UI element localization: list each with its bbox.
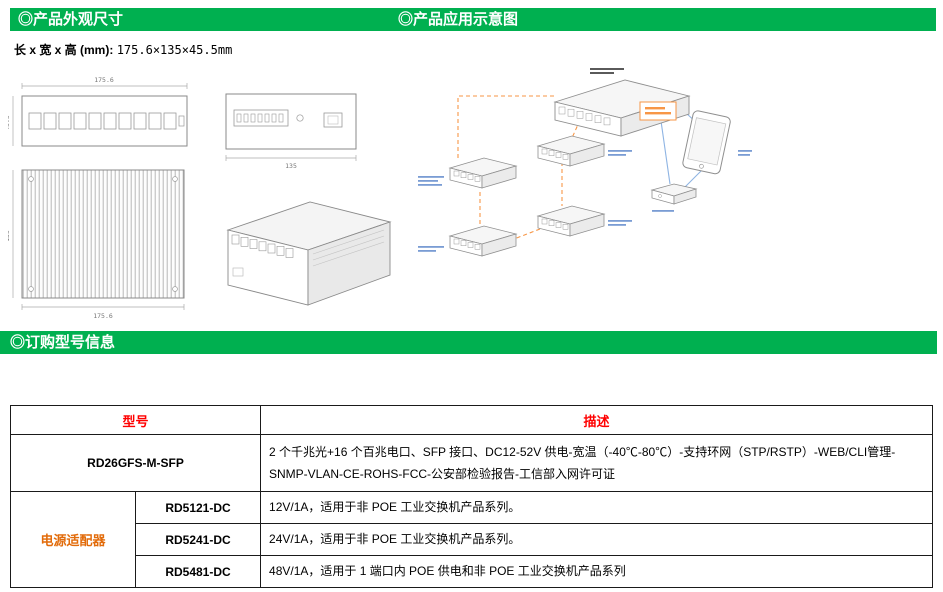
side-view-drawing: 135 — [225, 93, 357, 170]
front-view-drawing: 175.6 45.5 — [8, 76, 188, 147]
media-converter — [651, 183, 697, 205]
table-row: RD5481-DC 48V/1A，适用于 1 端口内 POE 供电和非 POE … — [11, 555, 933, 588]
dimensions-label: 长 x 宽 x 高 (mm): — [14, 43, 114, 57]
dimensions-value: 175.6×135×45.5mm — [116, 43, 233, 57]
tablet-device — [682, 110, 731, 175]
front-height-dim: 45.5 — [8, 115, 11, 131]
device-label-texts — [418, 150, 752, 252]
isometric-view-drawing — [226, 201, 392, 306]
description-column-header: 描述 — [260, 405, 933, 435]
top-view-drawing: 135 175.6 — [8, 169, 185, 320]
top-depth-dim: 135 — [8, 230, 11, 242]
adapter-description: 12V/1A，适用于非 POE 工业交换机产品系列。 — [260, 491, 933, 524]
dimensions-line: 长 x 宽 x 高 (mm): 175.6×135×45.5mm — [14, 41, 232, 58]
adapter-description: 48V/1A，适用于 1 端口内 POE 供电和非 POE 工业交换机产品系列 — [260, 555, 933, 588]
appearance-section-title: ◎产品外观尺寸 — [18, 11, 124, 28]
ordering-section-bar: ◎订购型号信息 — [0, 331, 937, 354]
access-control-callout — [639, 101, 677, 121]
adapter-model-cell: RD5241-DC — [134, 523, 262, 556]
table-row: 电源适配器 RD5121-DC 12V/1A，适用于非 POE 工业交换机产品系… — [10, 491, 933, 588]
ring-switch-1 — [449, 157, 517, 189]
table-row: RD5241-DC 24V/1A，适用于非 POE 工业交换机产品系列。 — [11, 523, 933, 556]
adapter-model-cell: RD5481-DC — [134, 555, 262, 588]
ordering-section-title: ◎订购型号信息 — [10, 334, 116, 351]
main-model-cell: RD26GFS-M-SFP — [9, 434, 262, 492]
application-diagram — [418, 68, 752, 257]
table-header-row: 型号 描述 — [9, 405, 933, 435]
adapter-model-cell: RD5121-DC — [134, 491, 262, 524]
main-switch-label-text — [590, 68, 624, 74]
top-width-dim: 175.6 — [93, 312, 113, 320]
main-model-description: 2 个千兆光+16 个百兆电口、SFP 接口、DC12-52V 供电-宽温（-4… — [260, 434, 933, 492]
ring-switch-4 — [537, 205, 605, 237]
model-column-header: 型号 — [9, 405, 262, 435]
ordering-table: 型号 描述 RD26GFS-M-SFP 2 个千兆光+16 个百兆电口、SFP … — [9, 405, 933, 588]
adapter-description: 24V/1A，适用于非 POE 工业交换机产品系列。 — [260, 523, 933, 556]
application-section-title: ◎产品应用示意图 — [398, 11, 519, 28]
top-section-bar: ◎产品外观尺寸 ◎产品应用示意图 — [10, 8, 936, 31]
ring-switch-3 — [537, 135, 605, 167]
product-dimension-drawings: 175.6 45.5 135 135 — [8, 76, 392, 320]
side-depth-dim: 135 — [285, 162, 297, 170]
front-width-dim: 175.6 — [94, 76, 114, 84]
adapter-group-label: 电源适配器 — [10, 491, 136, 588]
ring-switch-2 — [449, 225, 517, 257]
table-row: RD26GFS-M-SFP 2 个千兆光+16 个百兆电口、SFP 接口、DC1… — [9, 434, 933, 492]
